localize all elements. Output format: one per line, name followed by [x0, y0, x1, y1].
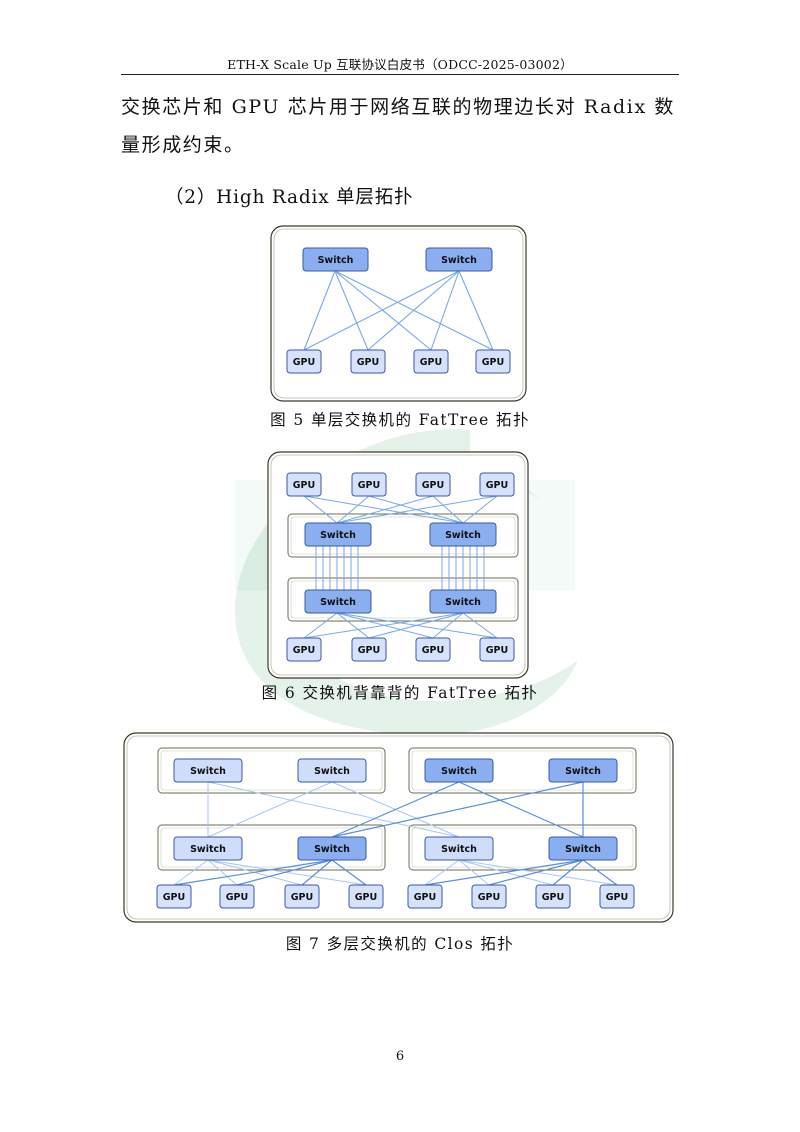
fig7-switches: Switch Switch Switch Switch Switch Switc… [173, 758, 618, 861]
switch-label: Switch [314, 766, 350, 777]
gpu-label: GPU [422, 645, 444, 656]
gpu-label: GPU [542, 892, 564, 903]
page-number: 6 [395, 1049, 405, 1064]
fig7-gpu-node: GPU [219, 884, 255, 909]
fig5-gpu-node: GPU [413, 349, 449, 374]
fig7-gpu-node: GPU [599, 884, 635, 909]
switch-label: Switch [441, 844, 477, 855]
switch-label: Switch [565, 766, 601, 777]
switch-label: Switch [320, 597, 356, 608]
fig7-switch-node: Switch [297, 836, 367, 861]
switch-label: Switch [441, 255, 477, 266]
fig7-switch-node: Switch [173, 836, 243, 861]
fig6-switch-node: Switch [304, 589, 372, 614]
gpu-label: GPU [355, 892, 377, 903]
fig6-gpu-node: GPU [479, 637, 515, 662]
fig6-gpu-node: GPU [479, 472, 515, 497]
switch-label: Switch [565, 844, 601, 855]
gpu-label: GPU [293, 480, 315, 491]
running-header: ETH-X Scale Up 互联协议白皮书（ODCC-2025-03002） [227, 57, 573, 72]
switch-label: Switch [320, 530, 356, 541]
switch-label: Switch [314, 844, 350, 855]
fig5-gpus: GPU GPU GPU GPU [286, 349, 511, 374]
fig5-gpu-node: GPU [475, 349, 511, 374]
gpu-label: GPU [482, 357, 504, 368]
fig7-gpu-node: GPU [471, 884, 507, 909]
gpu-label: GPU [414, 892, 436, 903]
figure-7-caption: 图 7 多层交换机的 Clos 拓扑 [285, 935, 515, 953]
switch-label: Switch [190, 844, 226, 855]
fig7-switch-node: Switch [548, 836, 618, 861]
fig6-switches: Switch Switch Switch Switch [304, 522, 497, 614]
fig5-gpu-node: GPU [350, 349, 386, 374]
fig5-gpu-node: GPU [286, 349, 322, 374]
fig5-switch-node: Switch [302, 247, 369, 272]
fig7-gpu-node: GPU [284, 884, 320, 909]
fig7-gpu-node: GPU [156, 884, 192, 909]
figure-6-caption: 图 6 交换机背靠背的 FatTree 拓扑 [261, 684, 539, 702]
fig6-gpu-node: GPU [286, 472, 322, 497]
fig7-switch-node: Switch [548, 758, 618, 783]
gpu-label: GPU [486, 645, 508, 656]
gpu-label: GPU [358, 480, 380, 491]
gpu-label: GPU [291, 892, 313, 903]
fig6-gpu-node: GPU [286, 637, 322, 662]
fig6-links [303, 495, 498, 639]
gpu-label: GPU [478, 892, 500, 903]
gpu-label: GPU [486, 480, 508, 491]
fig7-switch-node: Switch [297, 758, 367, 783]
gpu-label: GPU [420, 357, 442, 368]
fig7-gpu-node: GPU [535, 884, 571, 909]
fig6-top-gpus: GPU GPU GPU GPU [286, 472, 515, 497]
fig7-switch-node: Switch [424, 758, 494, 783]
fig6-gpu-node: GPU [415, 472, 451, 497]
fig6-gpu-node: GPU [415, 637, 451, 662]
header-divider [121, 74, 679, 75]
gpu-label: GPU [422, 480, 444, 491]
fig7-dark-links [173, 781, 618, 886]
fig6-switch-node: Switch [429, 589, 497, 614]
switch-label: Switch [441, 766, 477, 777]
fig5-switch-node: Switch [425, 247, 493, 272]
fig5-links [303, 270, 494, 351]
gpu-label: GPU [357, 357, 379, 368]
fig6-switch-node: Switch [429, 522, 497, 547]
gpu-label: GPU [606, 892, 628, 903]
gpu-label: GPU [293, 357, 315, 368]
fig7-gpu-node: GPU [348, 884, 384, 909]
fig7-gpu-node: GPU [407, 884, 443, 909]
gpu-label: GPU [163, 892, 185, 903]
gpu-label: GPU [358, 645, 380, 656]
switch-label: Switch [445, 597, 481, 608]
fig7-gpus: GPU GPU GPU GPU GPU GPU GPU GPU [156, 884, 635, 909]
fig5-switches: Switch Switch [302, 247, 493, 272]
switch-label: Switch [318, 255, 354, 266]
section-subheading: （2）High Radix 单层拓扑 [165, 187, 414, 208]
figure-5-caption: 图 5 单层交换机的 FatTree 拓扑 [270, 411, 530, 429]
fig7-switch-node: Switch [173, 758, 243, 783]
fig6-bottom-gpus: GPU GPU GPU GPU [286, 637, 515, 662]
fig6-gpu-node: GPU [351, 472, 387, 497]
gpu-label: GPU [226, 892, 248, 903]
fig6-gpu-node: GPU [351, 637, 387, 662]
switch-label: Switch [190, 766, 226, 777]
body-paragraph: 交换芯片和 GPU 芯片用于网络互联的物理边长对 Radix 数量形成约束。 [121, 96, 676, 156]
fig6-switch-node: Switch [304, 522, 372, 547]
fig7-switch-node: Switch [424, 836, 494, 861]
gpu-label: GPU [293, 645, 315, 656]
switch-label: Switch [445, 530, 481, 541]
